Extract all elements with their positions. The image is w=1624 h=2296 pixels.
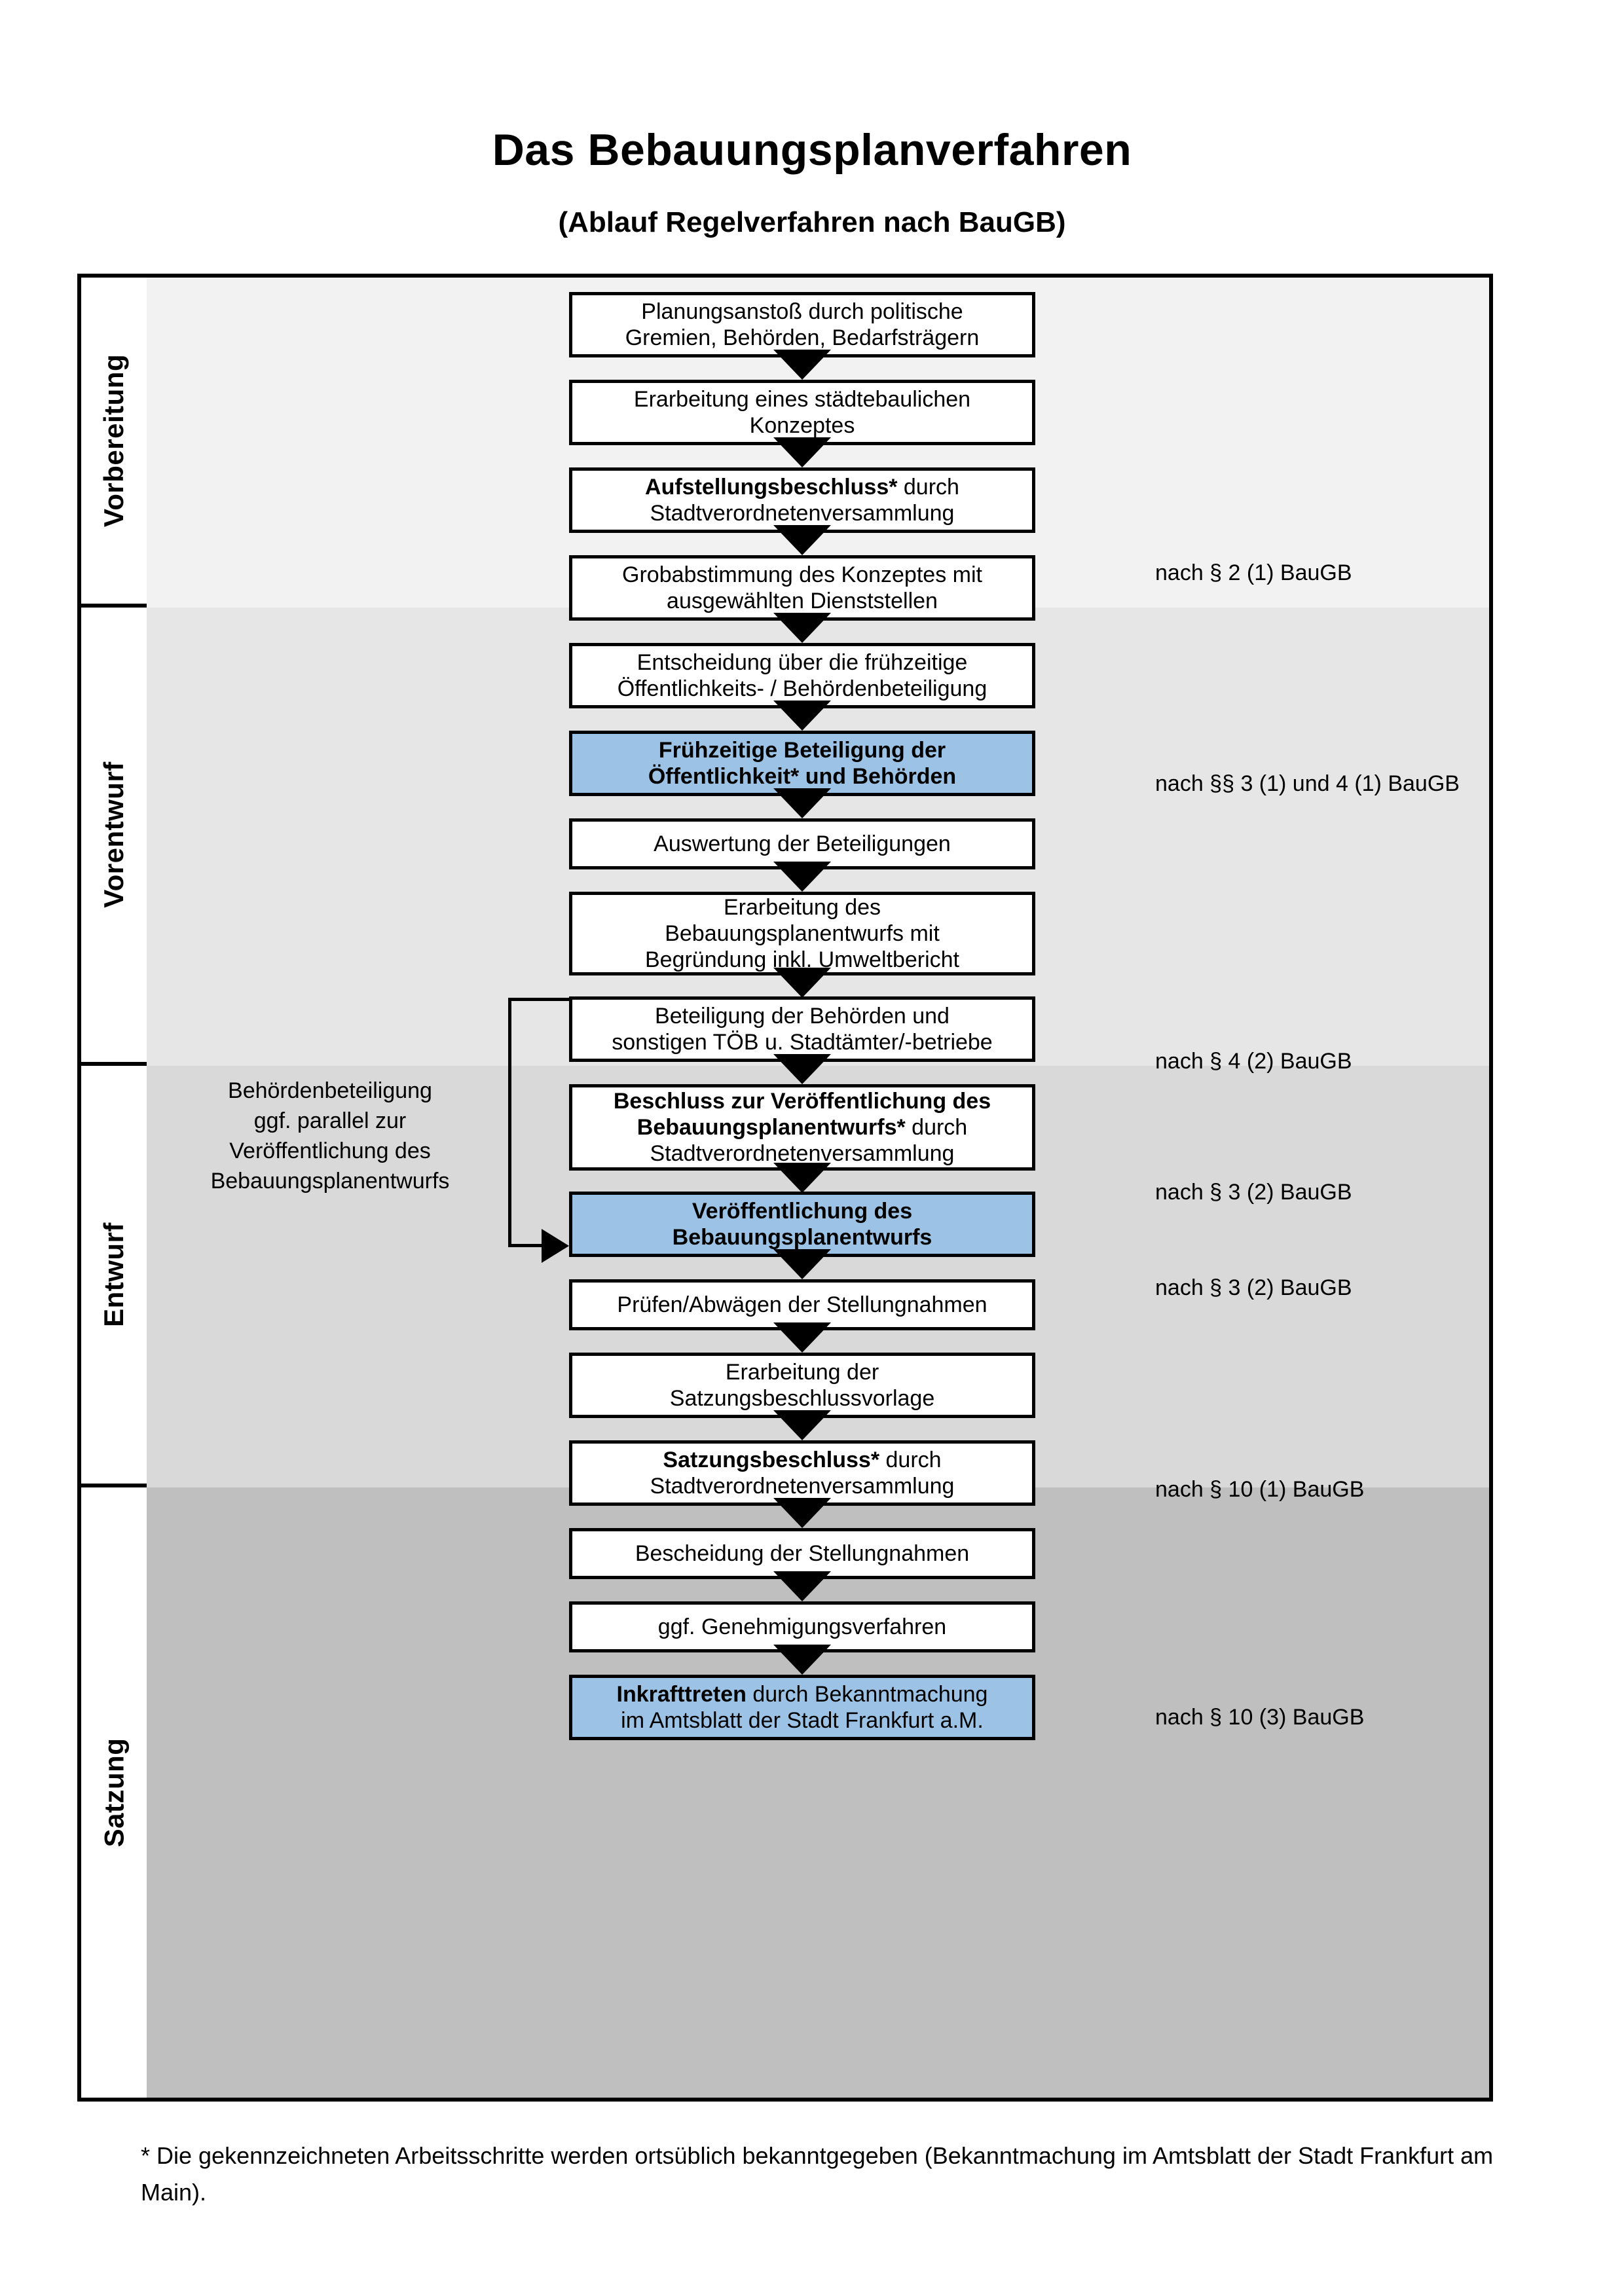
- flow-arrow-down: [773, 1054, 831, 1084]
- flow-arrow-down: [773, 437, 831, 467]
- phase-label-entwurf: Entwurf: [98, 1222, 129, 1327]
- flow-arrow-down: [773, 1498, 831, 1528]
- process-step-label: Bescheidung der Stellungnahmen: [635, 1540, 970, 1566]
- feedback-connector-vertical-segment: [508, 998, 511, 1244]
- phase-cell-satzung: Satzung: [81, 1487, 147, 2098]
- process-step-label: Auswertung der Beteiligungen: [654, 831, 951, 856]
- phase-label-vorentwurf: Vorentwurf: [98, 761, 129, 908]
- flow-arrow-down: [773, 350, 831, 380]
- page-title: Das Bebauungsplanverfahren: [492, 125, 1132, 175]
- flow-arrow-down: [773, 1249, 831, 1279]
- flow-arrow-down: [773, 1645, 831, 1675]
- side-note-line: Veröffentlichung des: [229, 1138, 431, 1163]
- legal-reference-ref-par4-2: nach § 4 (2) BauGB: [1155, 1049, 1352, 1074]
- process-step-pruefen-abwaegen: Prüfen/Abwägen der Stellungnahmen: [569, 1279, 1035, 1330]
- side-note-line: Behördenbeteiligung: [228, 1078, 432, 1103]
- process-step-genehmigungsverfahren: ggf. Genehmigungsverfahren: [569, 1601, 1035, 1652]
- phase-cell-entwurf: Entwurf: [81, 1066, 147, 1487]
- flow-arrow-down: [773, 701, 831, 731]
- flow-arrow-down: [773, 1322, 831, 1353]
- flow-arrow-down: [773, 1571, 831, 1601]
- phase-cell-vorentwurf: Vorentwurf: [81, 608, 147, 1066]
- flow-arrow-down: [773, 788, 831, 818]
- process-step-label: Prüfen/Abwägen der Stellungnahmen: [617, 1292, 987, 1317]
- process-step-auswertung-beteiligungen: Auswertung der Beteiligungen: [569, 818, 1035, 869]
- flow-arrow-down: [773, 968, 831, 998]
- legal-reference-ref-par3-2-a: nach § 3 (2) BauGB: [1155, 1180, 1352, 1205]
- phase-cell-vorbereitung: Vorbereitung: [81, 278, 147, 608]
- phase-label-vorbereitung: Vorbereitung: [98, 354, 130, 528]
- flow-arrow-down: [773, 613, 831, 643]
- legal-reference-ref-par10-1: nach § 10 (1) BauGB: [1155, 1477, 1365, 1502]
- flow-arrow-down: [773, 1410, 831, 1440]
- legal-reference-ref-par10-3: nach § 10 (3) BauGB: [1155, 1705, 1365, 1730]
- footnote: * Die gekennzeichneten Arbeitsschritte w…: [141, 2142, 1494, 2206]
- legal-reference-ref-par2-1: nach § 2 (1) BauGB: [1155, 560, 1352, 585]
- page-subtitle: (Ablauf Regelverfahren nach BauGB): [558, 206, 1066, 238]
- side-note-line: ggf. parallel zur: [253, 1108, 407, 1133]
- feedback-connector-bottom-segment: [508, 1244, 542, 1247]
- legal-reference-ref-par3-1-4-1: nach §§ 3 (1) und 4 (1) BauGB: [1155, 771, 1460, 796]
- feedback-connector-arrowhead: [542, 1229, 569, 1263]
- legal-reference-ref-par3-2-b: nach § 3 (2) BauGB: [1155, 1275, 1352, 1300]
- flow-arrow-down: [773, 525, 831, 555]
- flow-arrow-down: [773, 1163, 831, 1193]
- phase-label-satzung: Satzung: [98, 1738, 130, 1848]
- side-note-line: Bebauungsplanentwurfs: [210, 1168, 450, 1194]
- feedback-connector-top-segment: [508, 998, 569, 1001]
- flow-arrow-down: [773, 862, 831, 892]
- process-step-bescheidung-stellungnahmen: Bescheidung der Stellungnahmen: [569, 1528, 1035, 1579]
- process-step-label: ggf. Genehmigungsverfahren: [657, 1614, 947, 1639]
